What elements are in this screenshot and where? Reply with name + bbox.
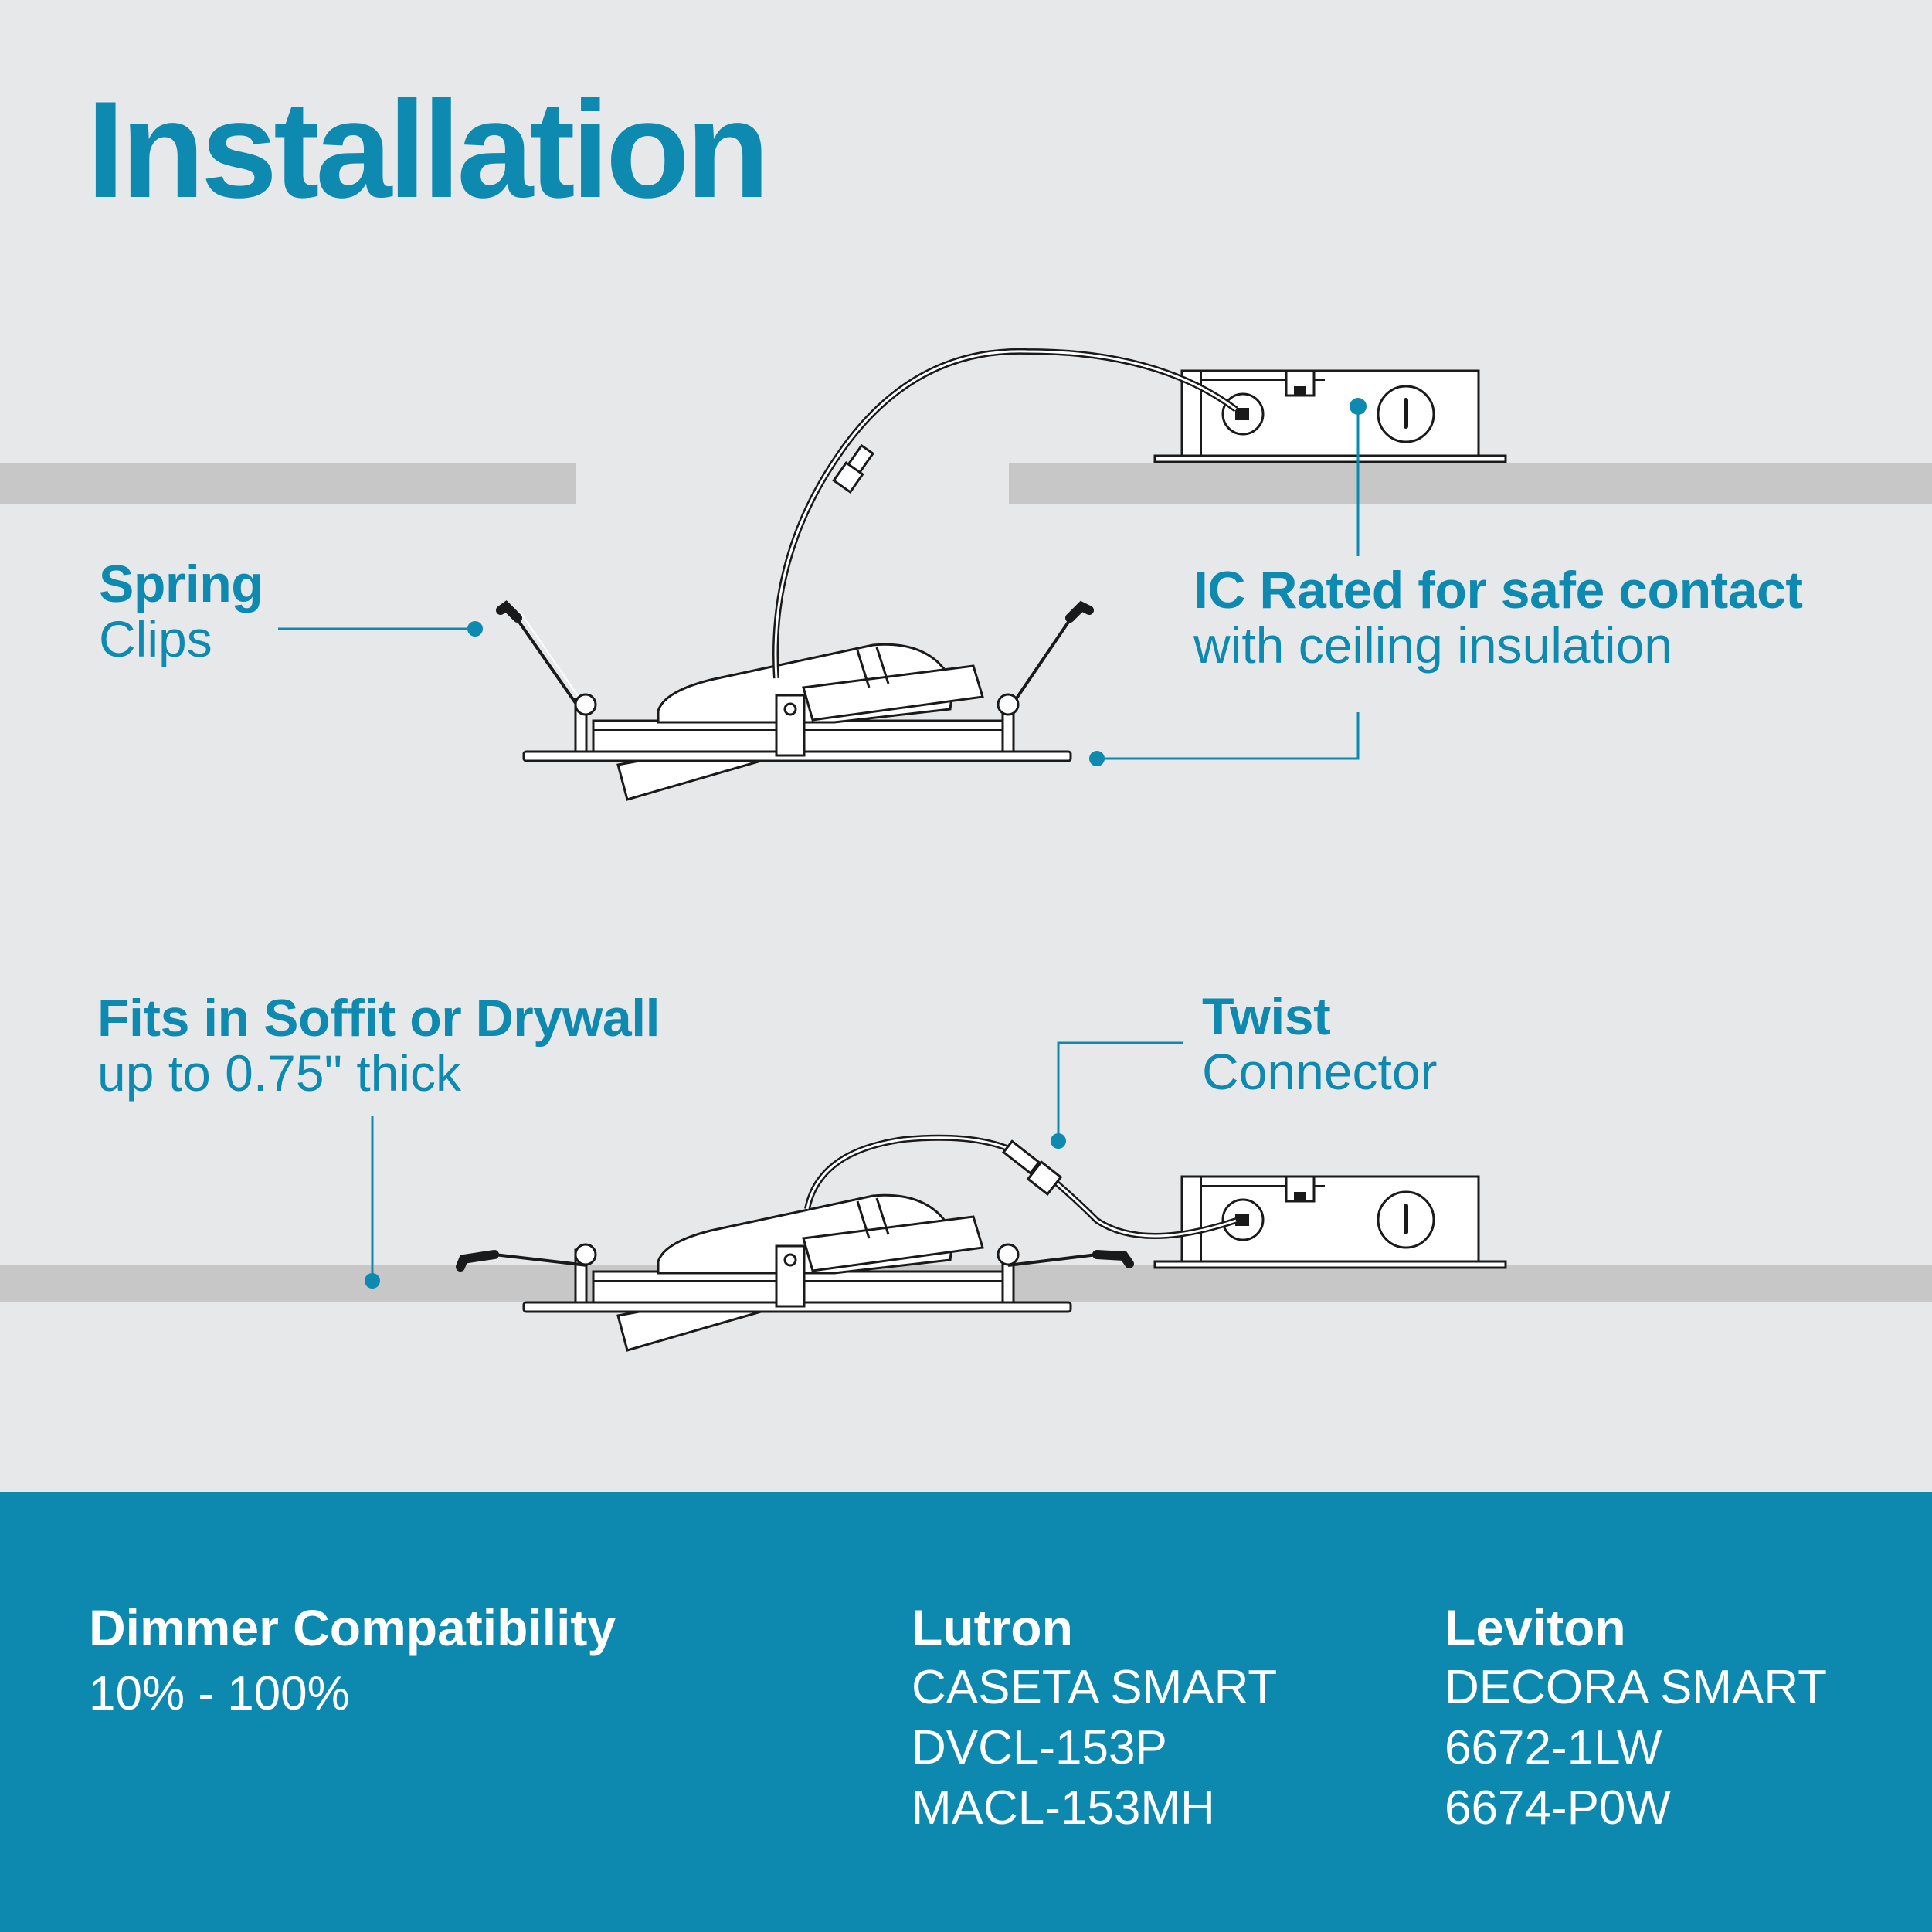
ic-rated-leader [1089,398,1367,766]
spring-clips-title: Spring [99,555,263,613]
ic-rated-subtitle: with ceiling insulation [1193,616,1673,674]
bottom-fixture [522,1193,1072,1352]
bottom-spring-clips [456,1243,1134,1272]
brand-model: MACL-153MH [912,1781,1215,1835]
brand-model: 6674-P0W [1445,1781,1671,1835]
dimmer-heading: Dimmer Compatibility [89,1599,616,1656]
brand-model: 6672-1LW [1445,1721,1662,1774]
top-cable [772,348,1238,679]
twist-subtitle: Connector [1202,1043,1438,1100]
bottom-junction-box [1155,1177,1506,1268]
soffit-subtitle: up to 0.75" thick [97,1044,462,1102]
twist-title: Twist [1202,987,1331,1046]
brand-model: CASETA SMART [912,1661,1278,1714]
twist-connector-leader [1051,1041,1183,1149]
soffit-leader [365,1116,380,1289]
top-ceiling [0,463,1932,504]
page-title: Installation [87,73,770,226]
brand-name: Leviton [1445,1599,1626,1656]
dimmer-range: 10% - 100% [89,1667,350,1720]
brand-model: DVCL-153P [912,1721,1167,1774]
brand-name: Lutron [912,1599,1073,1656]
top-fixture [522,643,1072,801]
brand-model: DECORA SMART [1445,1661,1827,1714]
spring-clips-leader [278,621,483,637]
soffit-title: Fits in Soffit or Drywall [97,989,660,1047]
spring-clips-subtitle: Clips [99,610,212,667]
top-junction-box [1155,371,1506,462]
ic-rated-title: IC Rated for safe contact [1193,561,1803,620]
bottom-cable [804,1134,1238,1239]
dimmer-compatibility-band: Dimmer Compatibility 10% - 100% Lutron C… [0,1492,1932,1932]
top-spring-clips [496,600,1094,716]
